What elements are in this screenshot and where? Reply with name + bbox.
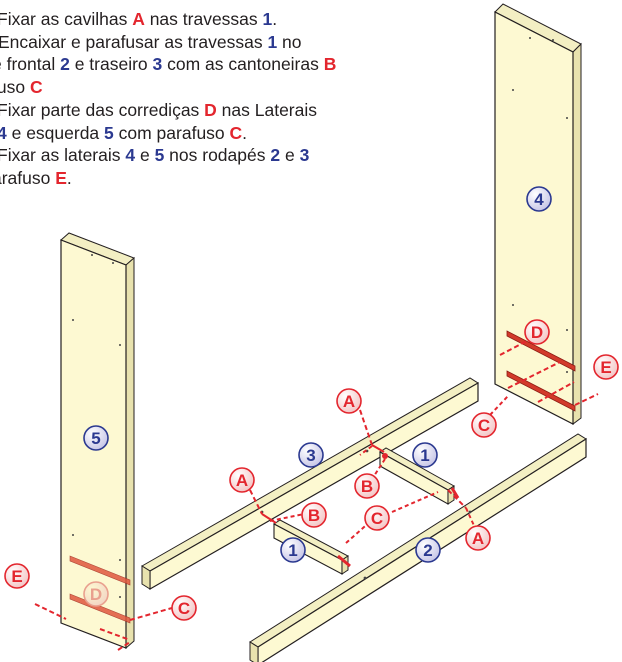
hardware-a-bubble: A (336, 388, 362, 414)
part-ref: 5 (104, 122, 114, 143)
hardware-ref: E (55, 167, 67, 188)
part-1-bubble-text: 1 (420, 446, 429, 465)
hardware-d-bubble: D (83, 581, 109, 607)
crossbar-front (273, 519, 349, 575)
instruction-text: e (135, 145, 155, 166)
instruction-line: Fixar as laterais 4 e 5 nos rodapés 2 e … (0, 144, 480, 167)
instruction-text: com parafuso (113, 122, 230, 143)
hardware-c-bubble-text: C (478, 416, 490, 435)
hardware-c-bubble: C (364, 505, 390, 531)
part-3-bubble: 3 (298, 442, 324, 468)
hardware-e-bubble-text: E (600, 358, 611, 377)
hardware-e-bubble-text: E (11, 567, 22, 586)
part-ref: 1 (262, 9, 273, 29)
part-ref: 1 (267, 31, 278, 52)
instruction-line: Fixar parte das corrediças D nas Laterai… (0, 99, 480, 122)
side-panel-right (494, 3, 582, 425)
part-ref: 3 (152, 54, 163, 75)
part-ref: 4 (0, 122, 7, 143)
instruction-text: no (277, 31, 302, 52)
hardware-d-bubble-text: D (531, 323, 543, 342)
instruction-text: nas Laterais (216, 99, 318, 120)
instruction-line: Encaixar e parafusar as travessas 1 no (0, 31, 480, 54)
instruction-text: Fixar parte das corrediças (0, 99, 205, 120)
part-1-bubble: 1 (280, 537, 306, 563)
hardware-ref: A (132, 9, 145, 29)
hardware-b-bubble-text: B (308, 506, 320, 525)
slides-left (34, 555, 173, 651)
hardware-b-bubble: B (301, 502, 327, 528)
slides-right (499, 329, 599, 412)
hardware-b-bubble: B (354, 473, 380, 499)
instruction-text: Fixar as cavilhas (0, 9, 133, 29)
hardware-ref: D (204, 99, 217, 120)
hardware-a-bubble: A (229, 467, 255, 493)
instruction-text: com as cantoneiras (162, 54, 324, 75)
hardware-ref: B (323, 54, 337, 75)
instruction-text: nas travessas (144, 9, 263, 29)
instruction-text: é frontal (0, 54, 56, 75)
hardware-c-bubble-text: C (178, 599, 190, 618)
part-2-bubble: 2 (415, 537, 441, 563)
instruction-text: arafuso (0, 167, 51, 188)
back-rail (141, 377, 479, 591)
instruction-text: e (280, 145, 300, 166)
part-ref: 3 (299, 145, 310, 166)
hardware-a-bubble-text: A (472, 529, 484, 548)
part-1-bubble-text: 1 (288, 541, 297, 560)
hardware-a-bubble: A (465, 525, 491, 551)
hardware-c-bubble: C (471, 412, 497, 438)
part-5-bubble: 5 (83, 425, 109, 451)
part-4-bubble: 4 (526, 186, 552, 212)
part-5-bubble-text: 5 (91, 429, 100, 448)
instruction-text: fuso (0, 77, 26, 98)
hardware-b-bubble-text: B (361, 477, 373, 496)
crossbar-back (379, 447, 455, 505)
part-ref: 4 (125, 145, 136, 166)
instruction-text: . (66, 167, 72, 188)
hardware-ref: C (229, 122, 243, 143)
assembly-instructions: Fixar as cavilhas A nas travessas 1.Enca… (0, 8, 480, 190)
part-ref: 5 (154, 145, 165, 166)
instruction-text: Fixar as laterais (0, 145, 126, 166)
instruction-line: 4 e esquerda 5 com parafuso C. (0, 122, 480, 145)
part-ref: 2 (60, 54, 70, 75)
instruction-line: fuso C (0, 76, 480, 99)
instruction-text: Encaixar e parafusar as travessas (0, 31, 268, 52)
part-3-bubble-text: 3 (306, 446, 315, 465)
hardware-c-bubble-text: C (371, 509, 383, 528)
hardware-d-bubble-text: D (90, 585, 102, 604)
hardware-a-bubble-text: A (236, 471, 248, 490)
hardware-c-bubble: C (171, 595, 197, 621)
instruction-line: é frontal 2 e traseiro 3 com as cantonei… (0, 53, 480, 76)
part-ref: 2 (270, 145, 281, 166)
part-4-bubble-text: 4 (534, 190, 544, 209)
hardware-e-bubble: E (4, 563, 30, 589)
part-2-bubble-text: 2 (423, 541, 432, 560)
instruction-text: . (242, 122, 248, 143)
instruction-text: nos rodapés (164, 145, 271, 166)
hardware-ref: C (29, 77, 43, 98)
part-1-bubble: 1 (412, 442, 438, 468)
instruction-line: Fixar as cavilhas A nas travessas 1. (0, 8, 480, 31)
instruction-text: e traseiro (69, 54, 153, 75)
hardware-e-bubble: E (593, 354, 619, 380)
instruction-line: arafuso E. (0, 167, 480, 190)
instruction-text: e esquerda (6, 122, 105, 143)
hardware-d-bubble: D (524, 319, 550, 345)
instruction-text: . (272, 9, 278, 29)
hardware-a-bubble-text: A (343, 392, 355, 411)
